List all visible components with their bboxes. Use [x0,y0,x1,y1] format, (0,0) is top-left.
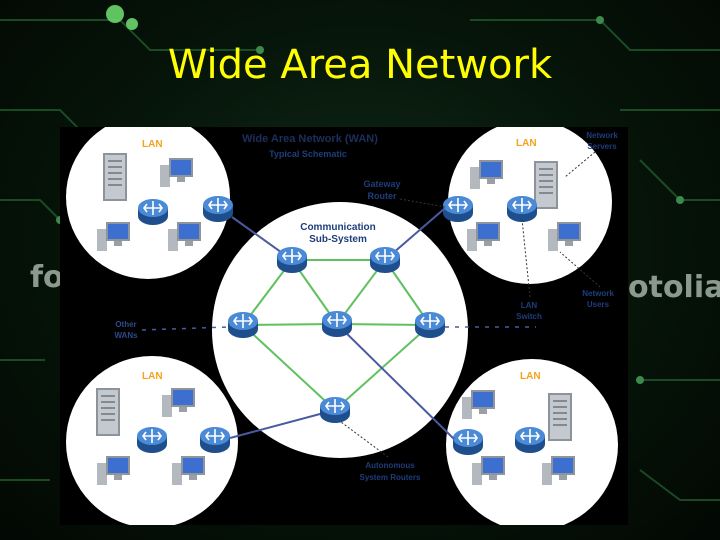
wan-router-icon [319,396,351,424]
watermark-right: otolia [628,270,720,305]
server-icon [533,160,559,210]
autonomous-routers-callout: System Routers [360,473,421,482]
lan-label: LAN [142,371,163,382]
gateway-router-icon [442,195,474,223]
lan-cloud-top-left: LAN [66,127,234,279]
gateway-router-callout: Router [368,191,397,201]
gateway-router-callout: Gateway [363,179,400,189]
wan-diagram: LAN LAN LAN LAN [60,127,628,525]
lan-cloud-top-right: LAN [442,127,612,284]
lan-switch-icon [514,426,546,454]
other-wans-callout: WANs [114,331,138,340]
wan-router-icon [369,246,401,274]
other-wan-links [141,326,536,331]
lan-label: LAN [516,138,537,149]
gateway-router-icon [452,428,484,456]
lan-cloud-bottom-right: LAN [446,359,618,525]
network-users-callout: Users [587,300,610,309]
server-icon [547,392,573,442]
diagram-heading: Wide Area Network (WAN) [242,133,378,145]
network-users-callout: Network [582,289,614,298]
subsystem-label: Communication [300,222,376,233]
network-servers-callout: Network [586,131,618,140]
gateway-router-icon [202,195,234,223]
network-servers-callout: Servers [587,142,617,151]
lan-switch-callout: Switch [516,312,542,321]
slide-title: Wide Area Network [167,42,553,88]
server-icon [102,152,128,202]
lan-switch-icon [137,198,169,226]
other-wans-callout: Other [115,320,136,329]
wan-router-icon [321,310,353,338]
gateway-router-icon [199,426,231,454]
wan-router-icon [227,311,259,339]
diagram-subheading: Typical Schematic [269,149,347,159]
server-icon [95,387,121,437]
wan-router-icon [414,311,446,339]
lan-label: LAN [142,139,163,150]
lan-cloud-bottom-left: LAN [66,356,238,525]
wan-router-icon [276,246,308,274]
subsystem-label: Sub-System [309,234,367,245]
lan-label: LAN [520,371,541,382]
lan-switch-icon [136,426,168,454]
lan-switch-callout: LAN [521,301,538,310]
autonomous-routers-callout: Autonomous [365,461,415,470]
callout-leaders [340,151,601,458]
lan-switch-icon [506,195,538,223]
